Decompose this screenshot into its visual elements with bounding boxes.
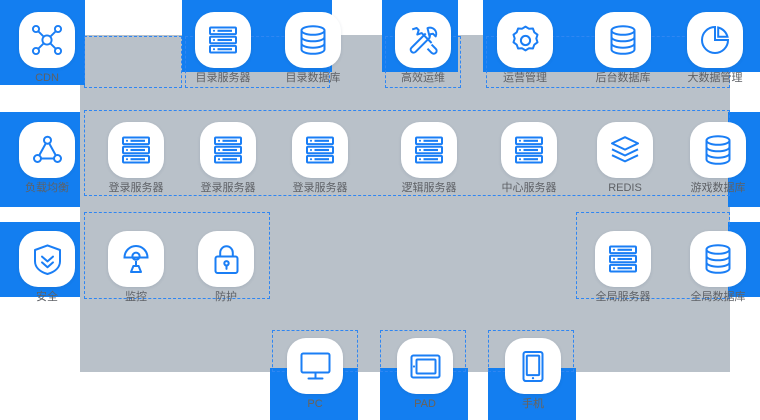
lock-icon xyxy=(198,231,254,287)
database-icon xyxy=(690,122,746,178)
shield-icon xyxy=(19,231,75,287)
node-label: 全局服务器 xyxy=(595,291,651,303)
node-label: 防护 xyxy=(215,291,237,303)
node-cdn-network[interactable]: CDN xyxy=(14,12,80,85)
node-database[interactable]: 目录数据库 xyxy=(280,12,346,85)
node-server-rack[interactable]: 全局服务器 xyxy=(590,231,656,304)
tablet-icon xyxy=(397,338,453,394)
node-label: 目录数据库 xyxy=(285,72,341,84)
database-icon xyxy=(595,12,651,68)
node-label: 监控 xyxy=(125,291,147,303)
node-smartphone[interactable]: 手机 xyxy=(500,338,566,411)
node-label: 负载均衡 xyxy=(25,182,69,194)
node-label: 安全 xyxy=(36,291,58,303)
cctv-camera-icon xyxy=(108,231,164,287)
node-server-rack[interactable]: 中心服务器 xyxy=(496,122,562,195)
node-label: 登录服务器 xyxy=(292,182,348,194)
node-layers-stack[interactable]: REDIS xyxy=(592,122,658,195)
node-label: 登录服务器 xyxy=(200,182,256,194)
node-pie-chart[interactable]: 大数据管理 xyxy=(682,12,748,85)
smartphone-icon xyxy=(505,338,561,394)
node-desktop-monitor[interactable]: PC xyxy=(282,338,348,411)
node-shield[interactable]: 安全 xyxy=(14,231,80,304)
node-gear-settings[interactable]: 运营管理 xyxy=(492,12,558,85)
node-label: 后台数据库 xyxy=(595,72,651,84)
server-rack-icon xyxy=(292,122,348,178)
pie-chart-icon xyxy=(687,12,743,68)
node-label: 逻辑服务器 xyxy=(401,182,457,194)
database-icon xyxy=(690,231,746,287)
backdrop-panel xyxy=(80,35,730,372)
node-label: 目录服务器 xyxy=(195,72,251,84)
node-database[interactable]: 全局数据库 xyxy=(685,231,751,304)
node-label: 运营管理 xyxy=(503,72,547,84)
node-database[interactable]: 游戏数据库 xyxy=(685,122,751,195)
server-rack-icon xyxy=(195,12,251,68)
database-icon xyxy=(285,12,341,68)
server-rack-icon xyxy=(595,231,651,287)
cdn-network-icon xyxy=(19,12,75,68)
node-label: 全局数据库 xyxy=(690,291,746,303)
node-lock[interactable]: 防护 xyxy=(193,231,259,304)
load-balancer-icon xyxy=(19,122,75,178)
gear-settings-icon xyxy=(497,12,553,68)
node-label: PC xyxy=(307,398,323,410)
server-rack-icon xyxy=(401,122,457,178)
node-label: PAD xyxy=(414,398,436,410)
server-rack-icon xyxy=(200,122,256,178)
layers-stack-icon xyxy=(597,122,653,178)
node-label: 高效运维 xyxy=(401,72,445,84)
group-box-security xyxy=(84,212,270,299)
node-tablet[interactable]: PAD xyxy=(392,338,458,411)
node-label: 中心服务器 xyxy=(501,182,557,194)
node-server-rack[interactable]: 登录服务器 xyxy=(287,122,353,195)
node-server-rack[interactable]: 目录服务器 xyxy=(190,12,256,85)
node-label: 游戏数据库 xyxy=(690,182,746,194)
node-label: 大数据管理 xyxy=(687,72,743,84)
server-rack-icon xyxy=(108,122,164,178)
node-cctv-camera[interactable]: 监控 xyxy=(103,231,169,304)
node-label: 登录服务器 xyxy=(108,182,164,194)
node-label: CDN xyxy=(35,72,59,84)
desktop-monitor-icon xyxy=(287,338,343,394)
tools-wrench-icon xyxy=(395,12,451,68)
node-server-rack[interactable]: 登录服务器 xyxy=(195,122,261,195)
node-label: REDIS xyxy=(608,182,642,194)
node-server-rack[interactable]: 逻辑服务器 xyxy=(396,122,462,195)
group-box-cdn xyxy=(84,36,182,88)
server-rack-icon xyxy=(501,122,557,178)
node-tools-wrench[interactable]: 高效运维 xyxy=(390,12,456,85)
node-server-rack[interactable]: 登录服务器 xyxy=(103,122,169,195)
node-load-balancer[interactable]: 负载均衡 xyxy=(14,122,80,195)
node-label: 手机 xyxy=(522,398,544,410)
node-database[interactable]: 后台数据库 xyxy=(590,12,656,85)
